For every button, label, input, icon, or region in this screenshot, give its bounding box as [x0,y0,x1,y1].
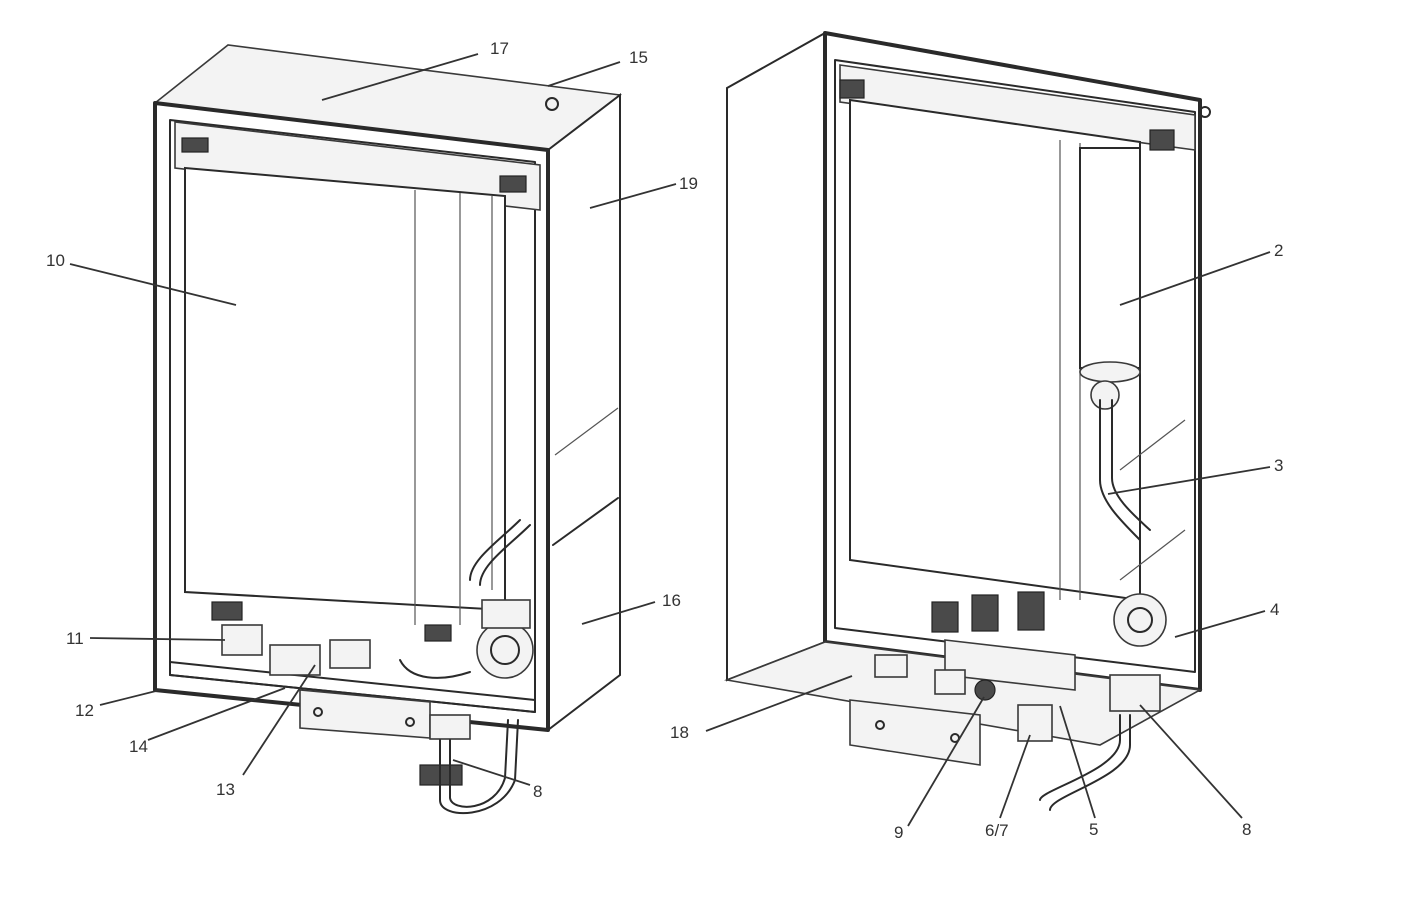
callout-10: 10 [46,251,65,270]
callout-15: 15 [629,48,648,67]
right-manifold [944,639,1076,691]
left-pump [476,621,534,679]
callout-3: 3 [1274,456,1283,475]
left-side-panel [547,92,621,733]
callout-6-7: 6/7 [985,821,1009,840]
callout-17: 17 [490,39,509,58]
callout-11: 11 [66,629,84,648]
left-frame [153,101,550,732]
left-boiler-unit [153,44,623,815]
callout-labels: 17 15 19 10 16 11 12 14 13 8 2 3 4 18 9 … [46,39,1283,842]
callout-4: 4 [1270,600,1279,619]
callout-18: 18 [670,723,689,742]
callout-2: 2 [1274,241,1283,260]
left-heat-exchanger [184,166,506,612]
right-pump [1113,593,1167,647]
callout-8-left: 8 [533,782,542,801]
callout-14: 14 [129,737,148,756]
callout-8-right: 8 [1242,820,1251,839]
callout-5: 5 [1089,820,1098,839]
callout-19: 19 [679,174,698,193]
callout-12: 12 [75,701,94,720]
right-expansion-vessel [1079,147,1141,369]
callout-16: 16 [662,591,681,610]
right-side-panel [726,31,826,682]
leader-lines [69,53,1271,827]
right-boiler-unit [724,31,1211,811]
callout-9: 9 [894,823,903,842]
callout-13: 13 [216,780,235,799]
